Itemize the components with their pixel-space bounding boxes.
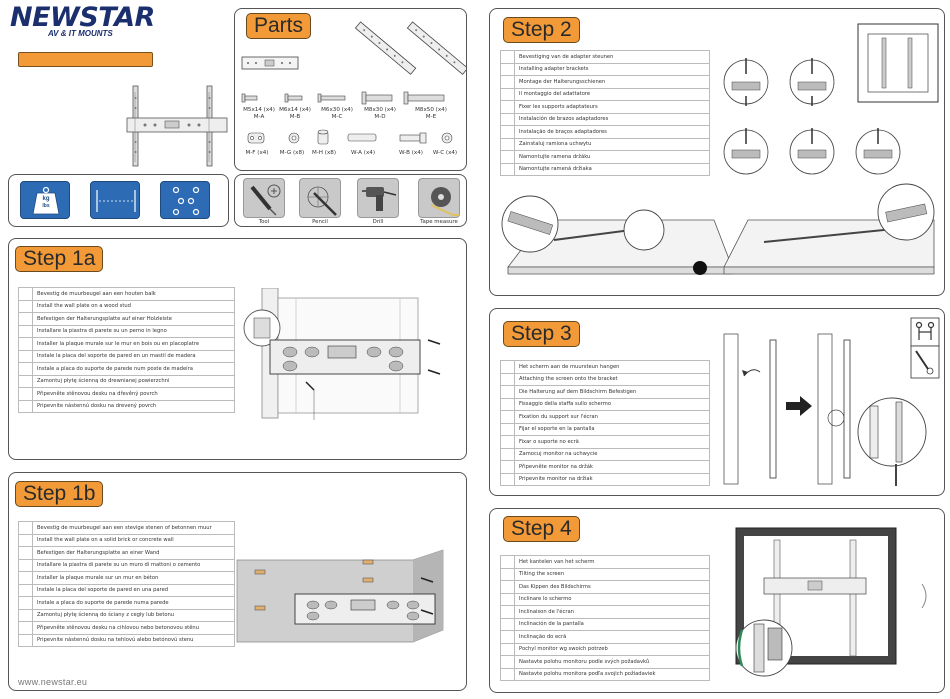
- step1a-illustration: [243, 288, 441, 420]
- width-range-tile: [90, 181, 140, 219]
- instruction-row: Pripevnite nástennú dosku na drevený pov…: [18, 399, 235, 413]
- step1b-instructions: Bevestig de muurbeugel aan een stevige s…: [18, 521, 235, 647]
- instruction-row: Inclinare lo schermo: [500, 592, 710, 606]
- instruction-row: Befestigen der Halterungsplatte an einer…: [18, 546, 235, 560]
- step2-illustration: [501, 23, 939, 275]
- weight-tile: kg lbs: [20, 181, 70, 219]
- vesa-tile: [160, 181, 210, 219]
- part-label-m-a: M5x14 (x4)M-A: [243, 107, 275, 120]
- step2-title: Step 2: [503, 17, 580, 43]
- step4-instructions: Het kantelen van het scherm Tilting the …: [500, 555, 710, 681]
- instruction-row: Fixation du support sur l'écran: [500, 410, 710, 424]
- instruction-row: Installare la piastra di parete su un pe…: [18, 324, 235, 338]
- step4-title: Step 4: [503, 516, 580, 542]
- step2-instructions: Bevestiging van de adapter steunen Insta…: [500, 50, 710, 176]
- part-label-m-e: M8x50 (x4)M-E: [415, 107, 447, 120]
- drill-icon: [362, 187, 397, 211]
- instruction-row: Instale la placa del soporte de pared en…: [18, 583, 235, 597]
- step3-title: Step 3: [503, 321, 580, 347]
- instruction-row: Het kantelen van het scherm: [500, 555, 710, 569]
- instruction-row: Instalação de braços adaptadores: [500, 125, 710, 139]
- instruction-row: Fijar el soporte en la pantalla: [500, 422, 710, 436]
- instruction-row: Pripevnite nástennú dosku na tehlovú ale…: [18, 633, 235, 647]
- instruction-row: Bevestig de muurbeugel aan een stevige s…: [18, 521, 235, 535]
- instruction-row: Bevestig de muurbeugel aan een houten ba…: [18, 287, 235, 301]
- tool-label-pencil: Pencil: [312, 219, 328, 225]
- width-range-icon: [96, 190, 136, 212]
- vesa-pattern-icon: [172, 186, 200, 216]
- instruction-row: Inclinação do ecrã: [500, 630, 710, 644]
- instruction-row: Připevněte stěnovou desku na dřevěný pov…: [18, 387, 235, 401]
- instruction-row: Befestigen der Halterungsplatte auf eine…: [18, 312, 235, 326]
- instruction-row: Připevněte stěnovou desku na cihlovou ne…: [18, 621, 235, 635]
- instruction-row: Připevněte monitor na držák: [500, 460, 710, 474]
- product-code-bar: [18, 52, 153, 67]
- weight-unit-lbs: lbs: [42, 203, 50, 209]
- weight-unit-kg: kg: [42, 196, 50, 202]
- instruction-row: Die Halterung auf dem Bildschirm Befesti…: [500, 385, 710, 399]
- weight-icon: [32, 186, 60, 215]
- instruction-row: Install the wall plate on a solid brick …: [18, 533, 235, 547]
- instruction-row: Namontujte ramená držiaka: [500, 162, 710, 176]
- part-label-m-d: M8x30 (x4)M-D: [364, 107, 396, 120]
- part-label-w-b: W-B (x4): [399, 150, 423, 156]
- step4-illustration: [735, 527, 927, 677]
- step1a-title: Step 1a: [15, 246, 104, 272]
- part-label-m-g: M-G (x8): [279, 150, 305, 156]
- instruction-row: Nastavte polohu monitora podľa svojich p…: [500, 667, 710, 681]
- instruction-row: Installer la plaque murale sur un mur en…: [18, 571, 235, 585]
- instruction-row: Nastavte polohu monitoru podle svých pož…: [500, 655, 710, 669]
- instruction-row: Het scherm aan de muursteun hangen: [500, 360, 710, 374]
- step1b-title: Step 1b: [15, 481, 104, 507]
- parts-title: Parts: [246, 13, 312, 39]
- instruction-row: Tilting the screen: [500, 567, 710, 581]
- instruction-row: Zainstaluj ramiona uchwytu: [500, 137, 710, 151]
- tool-tile-drill: [357, 178, 399, 218]
- instruction-row: Instale a placa do suporte de parede num…: [18, 362, 235, 376]
- instruction-row: Inclinación de la pantalla: [500, 617, 710, 631]
- tool-label-tape-measure: Tape measure: [420, 219, 458, 225]
- brand-tagline: AV & IT MOUNTS: [48, 29, 113, 38]
- instruction-row: Instale a placa do suporte de parede num…: [18, 596, 235, 610]
- tool-label-tool: Tool: [258, 219, 270, 225]
- instruction-row: Zamocuj monitor na uchwycie: [500, 447, 710, 461]
- step1a-instructions: Bevestig de muurbeugel aan een houten ba…: [18, 287, 235, 413]
- instruction-row: Zamontuj płytę ścienną do drewnianej pow…: [18, 374, 235, 388]
- instruction-row: Pripevnite monitor na držiak: [500, 472, 710, 486]
- part-label-w-a: W-A (x4): [350, 150, 376, 156]
- instruction-row: Pochyl monitor wg swoich potrzeb: [500, 642, 710, 656]
- tape-measure-icon: [430, 187, 459, 216]
- tool-tile-screwdriver: [243, 178, 285, 218]
- tool-label-drill: Drill: [372, 219, 384, 225]
- instruction-row: Fixar o suporte no ecrã: [500, 435, 710, 449]
- instruction-row: Das Kippen des Bildschirms: [500, 580, 710, 594]
- tool-tile-pencil: [299, 178, 341, 218]
- part-label-w-c: W-C (x4): [432, 150, 458, 156]
- part-label-m-b: M6x14 (x4)M-B: [279, 107, 311, 120]
- instruction-row: Fissaggio della staffa sullo schermo: [500, 397, 710, 411]
- instruction-row: Instale la placa del soporte de pared en…: [18, 349, 235, 363]
- brand-name: NEWSTAR: [10, 2, 155, 33]
- screwdriver-icon: [250, 184, 281, 216]
- part-label-m-h: M-H (x8): [311, 150, 337, 156]
- instruction-row: Inclinaison de l'écran: [500, 605, 710, 619]
- part-label-m-f: M-F (x4): [245, 150, 269, 156]
- website-link[interactable]: www.newstar.eu: [18, 677, 88, 687]
- pencil-icon: [307, 186, 337, 216]
- instruction-row: Install the wall plate on a wood stud: [18, 299, 235, 313]
- part-label-m-c: M6x30 (x4)M-C: [321, 107, 353, 120]
- instruction-row: Zamontuj płytę ścienną do ściany z cegły…: [18, 608, 235, 622]
- brand-logo: NEWSTAR AV & IT MOUNTS: [10, 4, 160, 44]
- step3-illustration: [723, 317, 940, 486]
- step3-instructions: Het scherm aan de muursteun hangen Attac…: [500, 360, 710, 486]
- step1b-illustration: [236, 549, 444, 643]
- instruction-row: Attaching the screen onto the bracket: [500, 372, 710, 386]
- mount-product-image: [126, 85, 228, 167]
- instruction-row: Installare la piastra di parete su un mu…: [18, 558, 235, 572]
- tool-tile-tape-measure: [418, 178, 460, 218]
- parts-illustration: [241, 21, 466, 145]
- instruction-row: Installer la plaque murale sur le mur en…: [18, 337, 235, 351]
